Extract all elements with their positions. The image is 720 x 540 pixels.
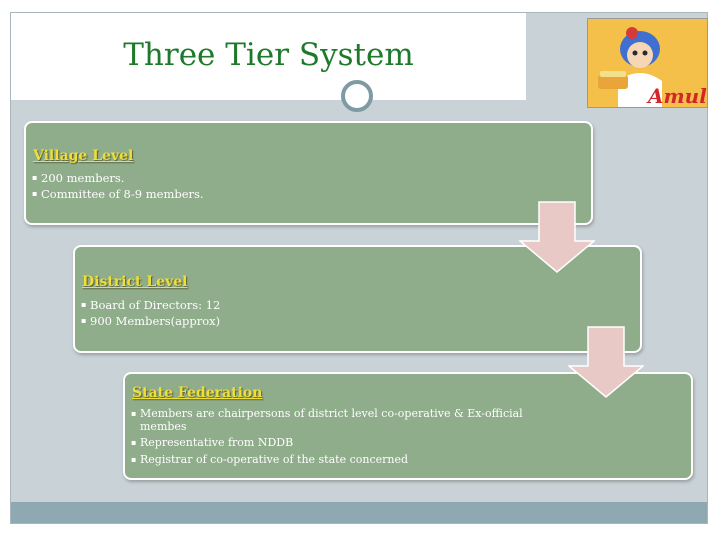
village-level-heading: Village Level	[33, 148, 134, 164]
district-level-heading: District Level	[82, 274, 188, 290]
circle-ornament	[341, 80, 373, 112]
list-item: Registrar of co-operative of the state c…	[131, 453, 551, 467]
list-item: Board of Directors: 12	[81, 297, 621, 313]
title-divider-right	[373, 98, 526, 100]
amul-logo: Amul	[587, 18, 708, 108]
state-federation-heading: State Federation	[132, 385, 263, 401]
village-level-bullets: 200 members. Committee of 8-9 members.	[32, 170, 572, 202]
list-item: Committee of 8-9 members.	[32, 186, 572, 202]
list-item: Representative from NDDB	[131, 436, 551, 450]
footer-bar	[11, 502, 707, 523]
down-arrow-1	[519, 201, 595, 273]
list-item: 200 members.	[32, 170, 572, 186]
state-federation-bullets: Members are chairpersons of district lev…	[131, 407, 551, 467]
list-item: Members are chairpersons of district lev…	[131, 407, 551, 433]
svg-text:Amul: Amul	[646, 84, 707, 107]
down-arrow-2	[568, 326, 644, 398]
title-area: Three Tier System	[11, 13, 526, 99]
village-level-box: Village Level 200 members. Committee of …	[24, 121, 593, 225]
list-item: 900 Members(approx)	[81, 313, 621, 329]
district-level-bullets: Board of Directors: 12 900 Members(appro…	[81, 297, 621, 329]
slide-title: Three Tier System	[123, 37, 414, 73]
title-divider-left	[11, 98, 341, 100]
